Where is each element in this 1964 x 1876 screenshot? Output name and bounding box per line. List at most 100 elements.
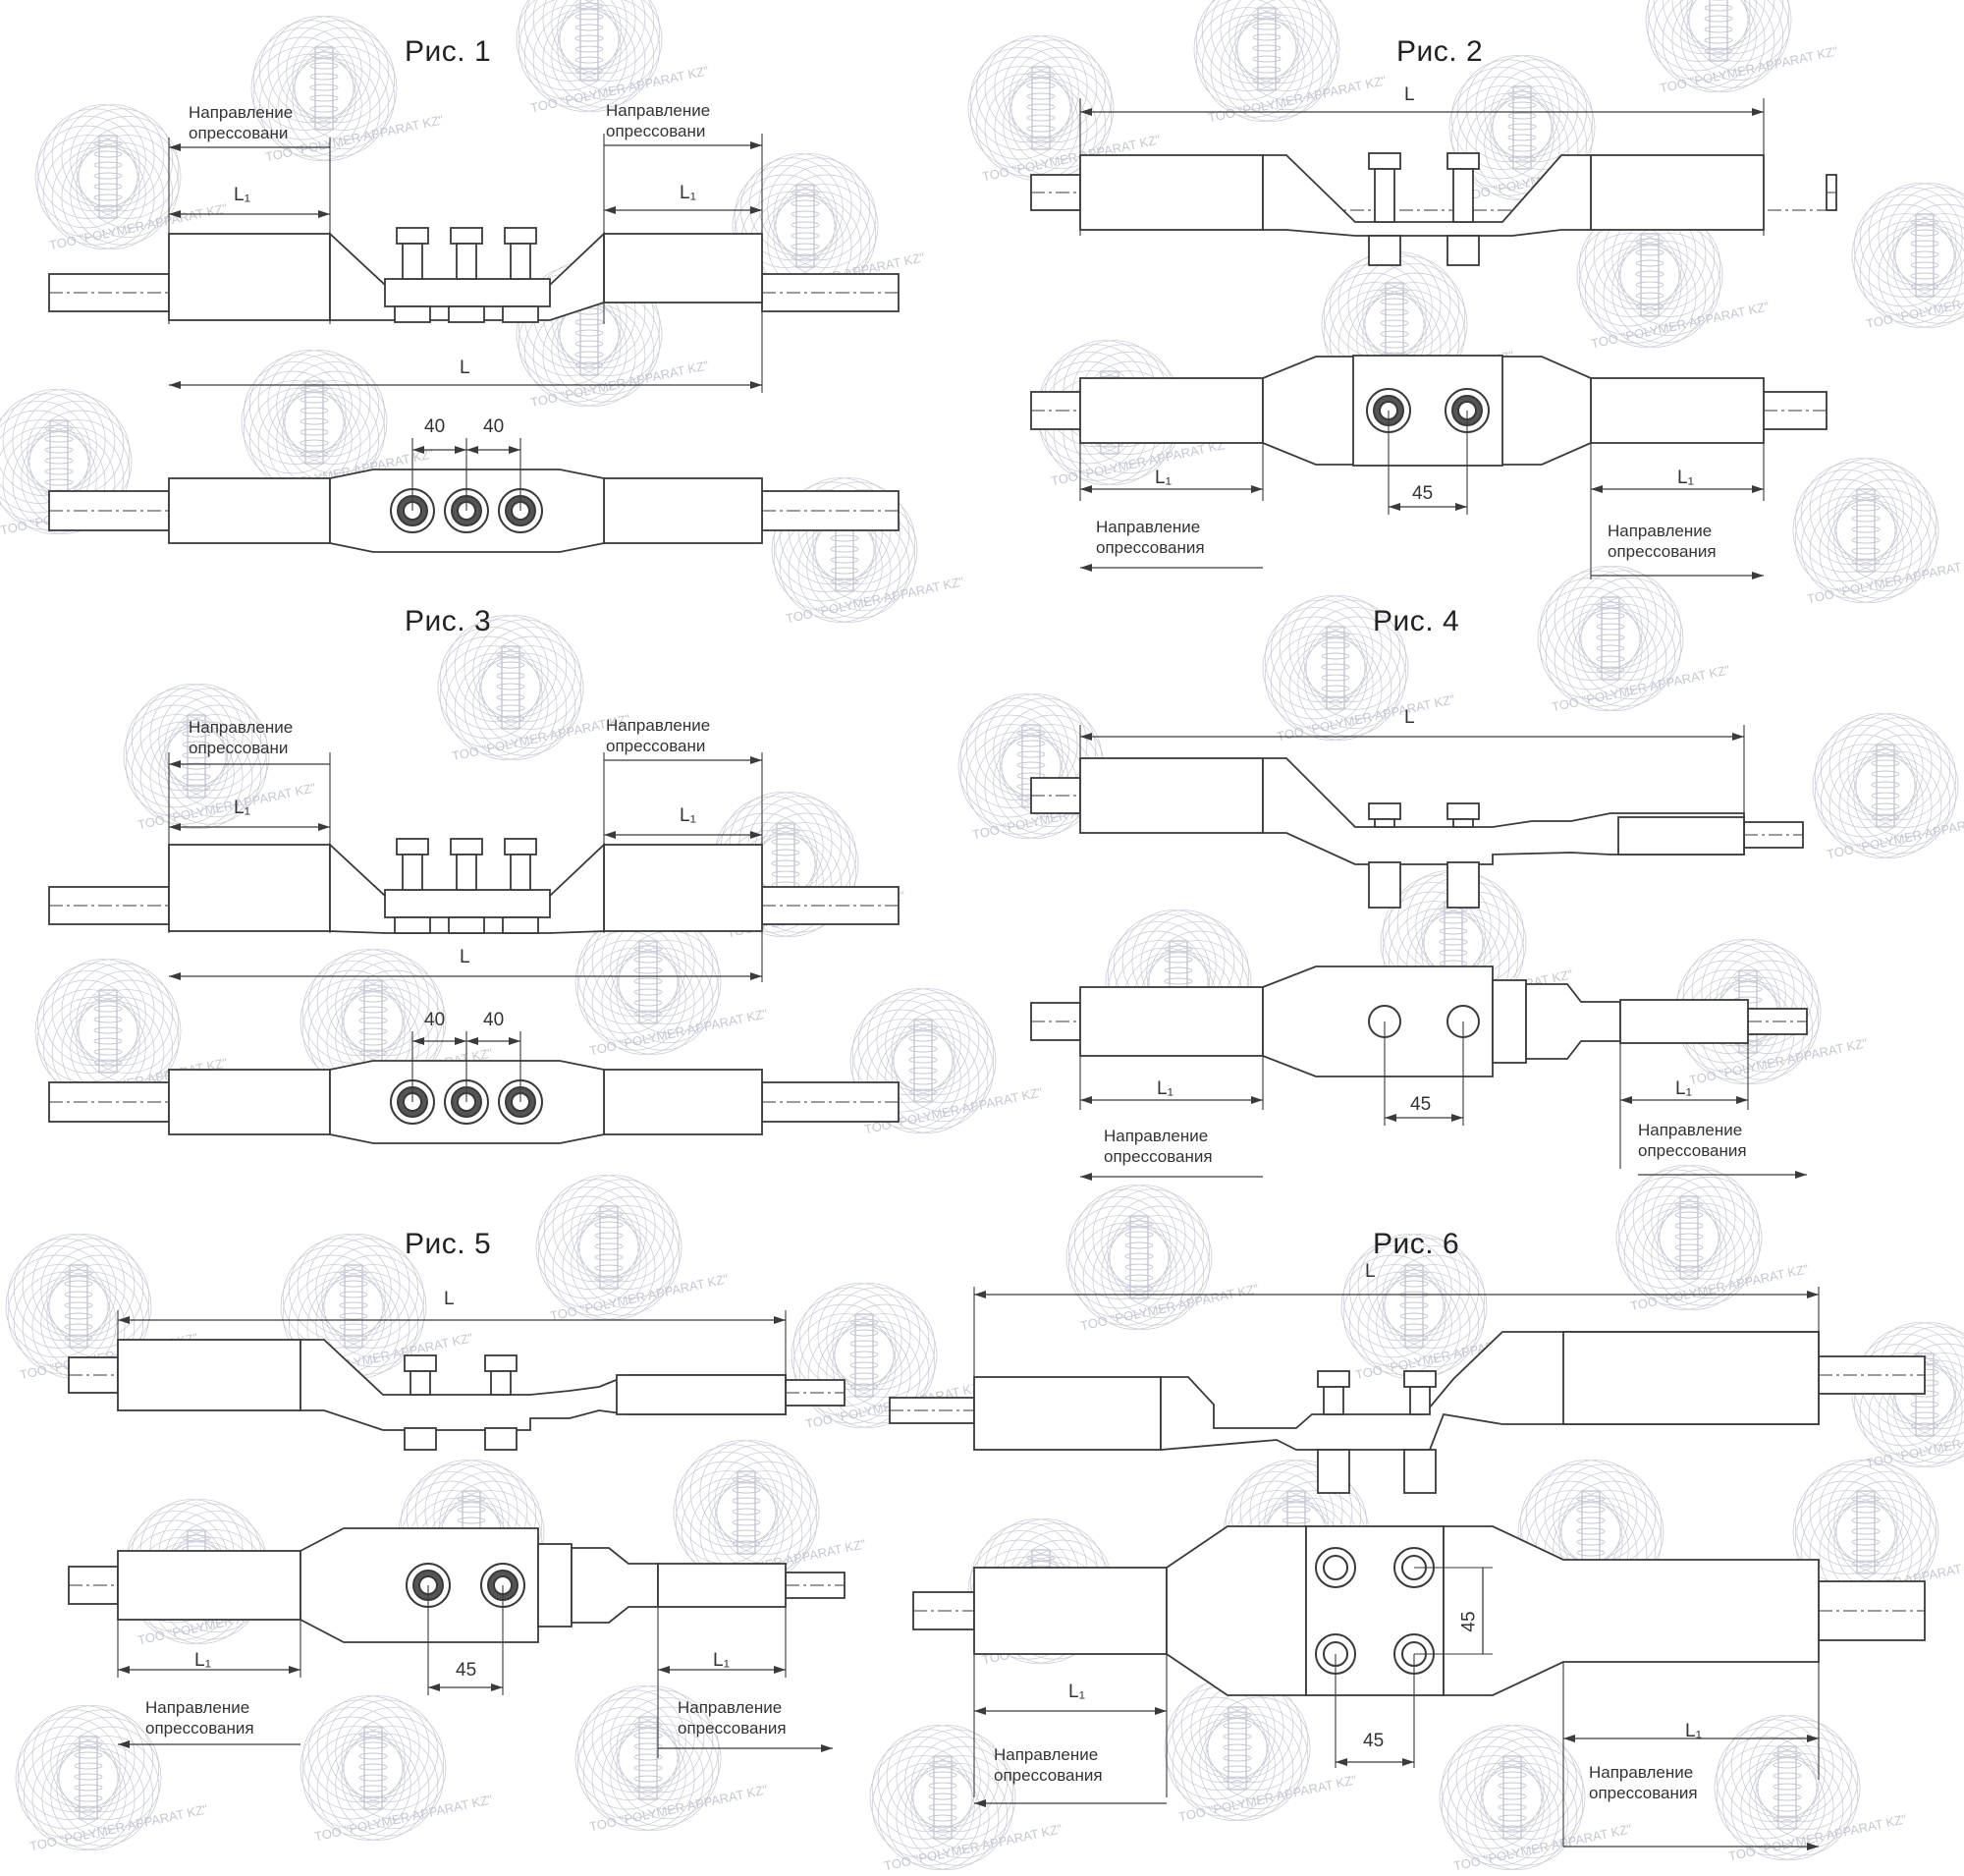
watermark-text: TOO "POLYMER APPARAT KZ" <box>1806 554 1964 606</box>
bolt-shank <box>402 243 423 280</box>
dimension-label: L₁ <box>234 185 250 205</box>
dimension-arrow <box>774 1666 786 1674</box>
dimension-arrow <box>318 823 330 831</box>
bolt-shank <box>409 1370 431 1396</box>
watermark-seal-icon <box>791 1283 938 1428</box>
direction-arrow-head <box>169 143 181 151</box>
dimension-arrow <box>169 210 181 218</box>
watermark-seal-icon <box>241 350 388 495</box>
sleeve-body <box>1619 999 1749 1044</box>
dimension-arrow <box>604 831 616 839</box>
clamp-plate <box>537 1543 573 1628</box>
watermark-seal-icon <box>1792 1460 1939 1605</box>
nut-icon <box>502 916 539 934</box>
dimension-arrow <box>1736 1096 1748 1104</box>
watermark-seal-icon <box>1439 1725 1586 1870</box>
dimension-arrow <box>491 1683 503 1691</box>
figure-title: Рис. 3 <box>405 605 492 637</box>
dimension-arrow <box>1155 1707 1167 1715</box>
dimension-arrow <box>428 1683 440 1691</box>
dimension-label: L₁ <box>234 798 250 818</box>
dimension-label: L <box>1404 84 1415 105</box>
bolt-shank <box>1374 168 1395 223</box>
sleeve-body <box>1617 816 1745 855</box>
watermark-seal-icon <box>300 949 447 1094</box>
dimension-label: 45 <box>1458 1611 1480 1632</box>
dimension-arrow <box>1451 1114 1463 1122</box>
nut-icon <box>502 305 539 323</box>
dimension-arrow <box>1080 108 1092 116</box>
sleeve-body <box>117 1550 301 1621</box>
watermark-seal-icon <box>1448 55 1596 200</box>
dimension-arrow <box>455 1037 466 1045</box>
dimension-arrow <box>974 1291 986 1298</box>
bolt-shank <box>456 243 477 280</box>
bolt-shank <box>510 854 531 891</box>
dimension-arrow <box>466 446 478 454</box>
dimension-arrow <box>455 446 466 454</box>
watermark-seal-icon <box>1812 713 1959 858</box>
sleeve-body <box>117 1339 301 1411</box>
dimension-arrow <box>750 206 762 214</box>
dimension-arrow <box>1455 503 1467 511</box>
watermark-seal-icon <box>34 104 182 249</box>
dimension-arrow <box>774 1316 786 1324</box>
watermark-seal-icon <box>849 988 997 1133</box>
dimension-arrow <box>1752 108 1764 116</box>
dimension-label: L₁ <box>680 183 696 203</box>
watermark-seal-icon <box>0 389 133 534</box>
watermark-seal-icon <box>1645 0 1792 92</box>
sleeve-body <box>973 1567 1168 1655</box>
nut-icon <box>394 916 431 934</box>
direction-arrow-head <box>750 141 762 149</box>
dimension-arrow <box>412 1037 424 1045</box>
bolt-head-icon <box>1323 1555 1348 1580</box>
bolt-shank <box>1323 1386 1344 1415</box>
nut-icon <box>484 1354 518 1372</box>
watermark-seal-icon <box>1792 458 1939 603</box>
dimension-label: L₁ <box>1157 1078 1173 1099</box>
watermark-seal-icon <box>1851 183 1964 328</box>
nut-icon <box>1368 152 1401 170</box>
nut-icon <box>396 838 429 855</box>
dimension-label: L <box>460 947 470 967</box>
dimension-label: L₁ <box>1068 1682 1085 1702</box>
watermark-seal-icon <box>1262 595 1409 741</box>
bolt-shank <box>1374 818 1395 828</box>
watermark-seal-icon <box>1537 566 1684 711</box>
sleeve-body <box>1079 986 1264 1057</box>
direction-arrow-head <box>1807 1843 1819 1850</box>
clamp-body <box>1525 983 1621 1060</box>
nut-icon <box>404 1354 437 1372</box>
dimension-label: L₁ <box>194 1650 211 1671</box>
dimension-label: L₁ <box>1685 1721 1702 1741</box>
dimension-label: 45 <box>1363 1731 1385 1751</box>
dimension-arrow <box>1807 1291 1819 1298</box>
sleeve-body <box>168 1069 331 1135</box>
watermark-seal-icon <box>250 16 398 161</box>
dimension-arrow <box>509 1037 520 1045</box>
sleeve-body <box>168 233 331 321</box>
watermark-seal-icon <box>1615 1165 1763 1310</box>
dimension-arrow <box>169 823 181 831</box>
figure-title: Рис. 5 <box>405 1228 492 1260</box>
dimension-label: L <box>444 1289 455 1309</box>
nut-icon <box>448 916 485 934</box>
direction-arrow-head <box>1080 564 1092 572</box>
dimension-arrow <box>1591 485 1603 493</box>
nut-icon <box>450 838 483 855</box>
sleeve-body <box>973 1376 1162 1451</box>
watermark-seal-icon <box>280 1234 427 1379</box>
sleeve-body <box>616 1374 787 1415</box>
dimension-arrow <box>412 446 424 454</box>
dimension-arrow <box>1752 485 1764 493</box>
direction-arrow-head <box>1795 1171 1807 1179</box>
direction-arrow-head <box>118 1740 130 1748</box>
dimension-arrow <box>1620 1096 1632 1104</box>
